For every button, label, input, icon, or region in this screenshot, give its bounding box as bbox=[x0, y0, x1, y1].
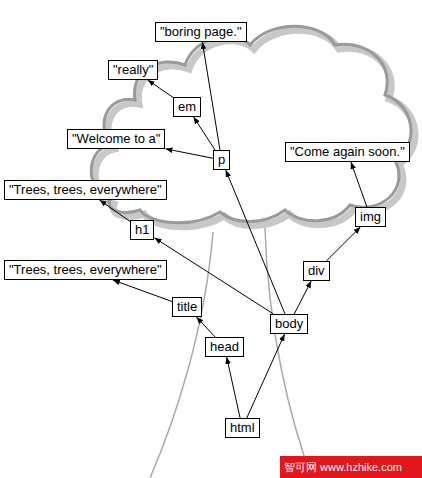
dom-node-box: img bbox=[355, 207, 386, 227]
tree-arrow bbox=[227, 357, 240, 418]
node-label: body bbox=[275, 316, 303, 331]
dom-node-box: "really" bbox=[108, 60, 158, 80]
node-label: "Trees, trees, everywhere" bbox=[9, 182, 162, 197]
dom-node-box: html bbox=[225, 418, 260, 438]
dom-node-box: em bbox=[173, 97, 201, 117]
node-label: p bbox=[218, 152, 225, 167]
node-label: "really" bbox=[113, 62, 153, 77]
watermark: 智可网 bbox=[280, 456, 322, 478]
node-label: img bbox=[360, 209, 381, 224]
tree-arrow bbox=[247, 334, 285, 418]
node-label: title bbox=[177, 299, 197, 314]
tree-arrow bbox=[326, 227, 360, 261]
tree-arrow bbox=[351, 162, 367, 207]
dom-node-box: title bbox=[172, 297, 202, 317]
dom-node-box: body bbox=[270, 314, 308, 334]
dom-node-box: "boring page." bbox=[155, 22, 247, 42]
node-label: h1 bbox=[135, 222, 149, 237]
watermark: www.hzhike.com bbox=[318, 456, 422, 478]
dom-node-box: head bbox=[205, 337, 244, 357]
tree-arrow bbox=[294, 281, 311, 314]
tree-arrow bbox=[148, 80, 173, 97]
tree-arrow bbox=[202, 42, 220, 150]
tree-arrow bbox=[194, 117, 216, 150]
dom-node-box: h1 bbox=[130, 220, 154, 240]
dom-node-box: "Trees, trees, everywhere" bbox=[4, 260, 167, 280]
tree-arrow bbox=[226, 170, 285, 314]
node-label: em bbox=[178, 99, 196, 114]
node-label: "Welcome to a" bbox=[72, 131, 160, 146]
tree-arrow bbox=[165, 149, 213, 158]
node-label: head bbox=[210, 339, 239, 354]
node-label: "Trees, trees, everywhere" bbox=[9, 262, 162, 277]
dom-node-box: div bbox=[303, 261, 330, 281]
tree-arrow bbox=[100, 200, 130, 221]
dom-node-box: "Come again soon." bbox=[285, 142, 410, 162]
dom-node-box: "Trees, trees, everywhere" bbox=[4, 180, 167, 200]
dom-node-box: p bbox=[213, 150, 230, 170]
node-label: "boring page." bbox=[160, 24, 242, 39]
dom-node-box: "Welcome to a" bbox=[67, 129, 165, 149]
tree-arrow bbox=[113, 280, 172, 302]
node-label: html bbox=[230, 420, 255, 435]
node-label: div bbox=[308, 263, 325, 278]
tree-arrow bbox=[196, 317, 215, 337]
node-label: "Come again soon." bbox=[290, 144, 405, 159]
